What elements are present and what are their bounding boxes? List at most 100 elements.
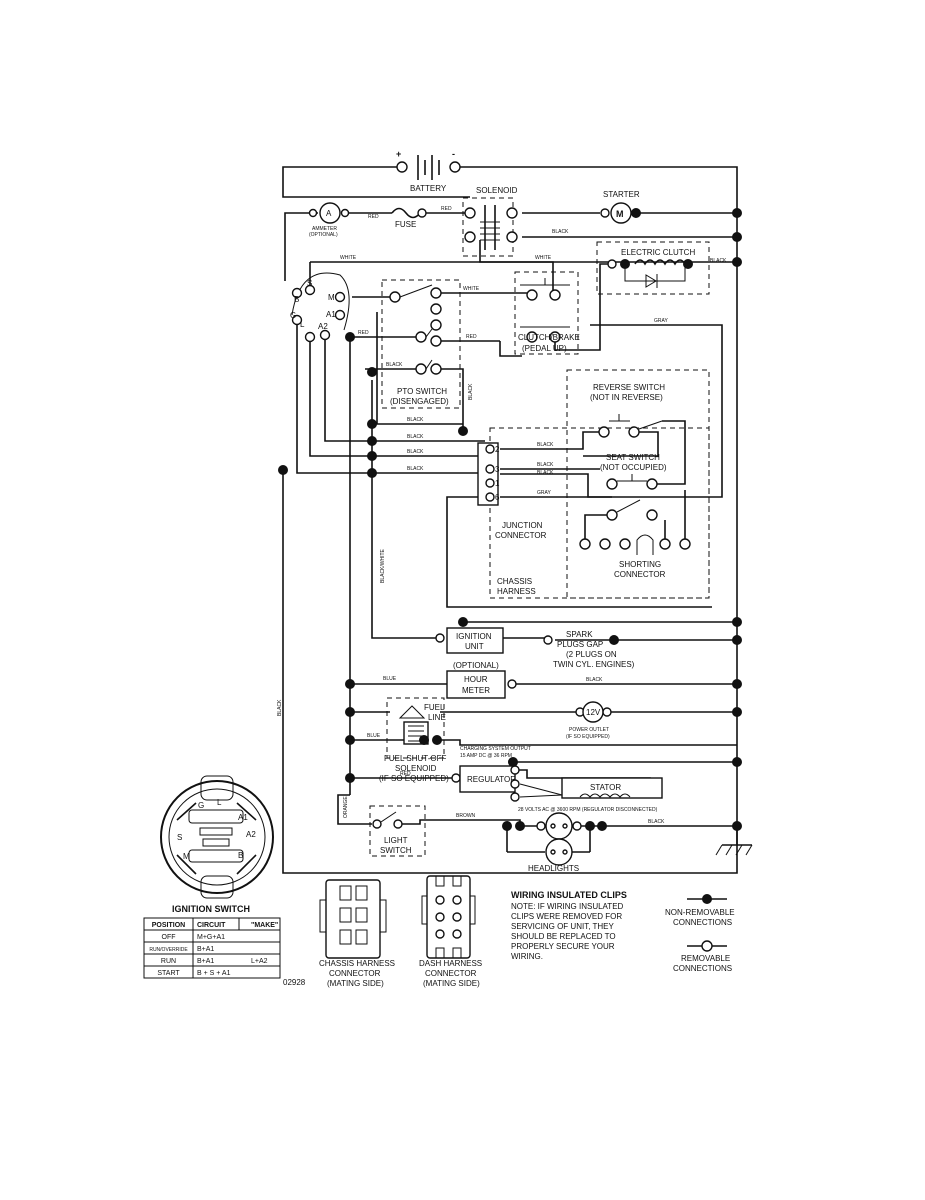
electric-clutch: ELECTRIC CLUTCH xyxy=(607,248,695,288)
solenoid-label: SOLENOID xyxy=(476,186,518,195)
electric-clutch-label: ELECTRIC CLUTCH xyxy=(621,248,695,257)
junction-pin-2: 2 xyxy=(495,445,500,454)
ignition-switch-illustration: G L A1 S A2 M B IGNITION SWITCH xyxy=(160,775,274,914)
table-header-cell: CIRCUIT xyxy=(197,922,226,929)
clutch-brake-note: (PEDAL UP) xyxy=(522,344,567,353)
ac-note: 28 VOLTS AC @ 3600 RPM (REGULATOR DISCON… xyxy=(518,807,658,813)
dash-connector-label-2: CONNECTOR xyxy=(425,969,477,978)
spark-label-4: TWIN CYL. ENGINES) xyxy=(553,660,635,669)
wire-black-14: BLACK xyxy=(277,699,283,716)
chassis-connector-label-2: CONNECTOR xyxy=(329,969,381,978)
term-a1: A1 xyxy=(326,310,336,319)
charging-system: CHARGING SYSTEM OUTPUT 15 AMP DC @ 36 RP… xyxy=(460,746,531,759)
seat-switch-note: (NOT OCCUPIED) xyxy=(600,463,667,472)
junction-connector: 2 3 1 6 JUNCTION CONNECTOR CHASSIS HARNE… xyxy=(477,442,547,596)
dashed-enclosures xyxy=(369,197,710,857)
wire-black-12: BLACK xyxy=(648,819,665,825)
wire-red-1: RED xyxy=(368,214,379,220)
spark-plugs: SPARK PLUGS GAP (2 PLUGS ON TWIN CYL. EN… xyxy=(553,630,635,669)
light-switch: LIGHT SWITCH xyxy=(372,811,412,855)
note-line-4: SHOULD BE REPLACED TO xyxy=(511,932,616,941)
term-m: M xyxy=(328,293,335,302)
wire-black-6: BLACK xyxy=(407,449,424,455)
note-title: WIRING INSULATED CLIPS xyxy=(511,890,627,900)
wire-black-8: BLACK xyxy=(537,442,554,448)
wires xyxy=(282,166,753,874)
wire-red-3: RED xyxy=(358,330,369,336)
fuse: FUSE xyxy=(395,208,427,229)
chassis-harness-label-1: CHASSIS xyxy=(497,577,532,586)
term-l: L xyxy=(300,320,305,329)
note-line-3: SERVICING OF UNIT, THEY xyxy=(511,922,614,931)
ammeter-label: AMMETER xyxy=(312,226,337,232)
ignition-unit-label-1: IGNITION xyxy=(456,632,492,641)
wire-black-white: BLACK/WHITE xyxy=(380,548,386,583)
illus-term-m: M xyxy=(183,852,190,861)
fuel-solenoid-label-1: FUEL SHUT-OFF xyxy=(384,754,446,763)
note-line-2: CLIPS WERE REMOVED FOR xyxy=(511,912,622,921)
chassis-harness-label-2: HARNESS xyxy=(497,587,536,596)
ammeter-a: A xyxy=(326,209,332,218)
table-frame xyxy=(143,917,281,979)
hour-meter-label-1: HOUR xyxy=(464,675,488,684)
charging-label-2: 15 AMP DC @ 36 RPM xyxy=(460,753,512,759)
fuel-line-label-1: FUEL xyxy=(424,703,445,712)
fuel-solenoid-label-3: (IF SO EQUIPPED) xyxy=(379,774,449,783)
note-line-5: PROPERLY SECURE YOUR xyxy=(511,942,615,951)
chassis-connector-label-3: (MATING SIDE) xyxy=(327,979,384,988)
wire-black-1: BLACK xyxy=(552,229,569,235)
wire-black-5: BLACK xyxy=(407,434,424,440)
legend: NON-REMOVABLE CONNECTIONS REMOVABLE CONN… xyxy=(665,894,735,973)
light-switch-label-2: SWITCH xyxy=(380,846,412,855)
power-outlet-label-1: POWER OUTLET xyxy=(569,727,609,733)
part-number: 02928 xyxy=(283,978,306,987)
table-cell: M+G+A1 xyxy=(197,934,225,941)
table-cell: L+A2 xyxy=(251,958,268,965)
illus-term-b: B xyxy=(238,851,243,860)
ammeter: A AMMETER (OPTIONAL) xyxy=(308,202,350,238)
wire-red-2: RED xyxy=(441,206,452,212)
hour-meter: (OPTIONAL) HOUR METER xyxy=(446,661,517,699)
optional-label: (OPTIONAL) xyxy=(453,661,499,670)
junction-label-1: JUNCTION xyxy=(502,521,543,530)
table-cell: B+A1 xyxy=(197,958,214,965)
shorting-connector-label-2: CONNECTOR xyxy=(614,570,666,579)
table-header-cell: POSITION xyxy=(152,922,185,929)
table-cell: START xyxy=(157,970,180,977)
reverse-switch-label: REVERSE SWITCH xyxy=(593,383,665,392)
ignition-switch-terminals: B S M G L A1 A2 xyxy=(290,272,350,343)
headlights: HEADLIGHTS xyxy=(528,812,582,873)
note-line-1: NOTE: IF WIRING INSULATED xyxy=(511,902,624,911)
solenoid: SOLENOID xyxy=(464,186,518,250)
table-header-cell: "MAKE" xyxy=(251,922,278,929)
wire-black-2: BLACK xyxy=(710,258,727,264)
clutch-brake-switch: CLUTCH/BRAKE (PEDAL UP) xyxy=(518,278,580,353)
stator-label: STATOR xyxy=(590,783,621,792)
table-cell: RUN xyxy=(161,958,176,965)
wire-gray-1: GRAY xyxy=(654,318,668,324)
battery-label: BATTERY xyxy=(410,184,447,193)
junction-label-2: CONNECTOR xyxy=(495,531,547,540)
wire-black-11: BLACK xyxy=(586,677,603,683)
wire-black-10: BLACK xyxy=(537,470,554,476)
clutch-brake-label: CLUTCH/BRAKE xyxy=(518,333,580,342)
battery: + - BATTERY xyxy=(396,149,461,193)
spark-label-2: PLUGS GAP xyxy=(557,640,603,649)
chassis-harness-connector: CHASSIS HARNESS CONNECTOR (MATING SIDE) xyxy=(319,879,395,988)
wire-color-labels: RED RED BLACK BLACK WHITE WHITE WHITE RE… xyxy=(277,206,727,825)
legend-non-removable-1: NON-REMOVABLE xyxy=(665,908,735,917)
headlights-label: HEADLIGHTS xyxy=(528,864,579,873)
pto-switch: PTO SWITCH (DISENGAGED) xyxy=(389,284,449,406)
dash-harness-connector: DASH HARNESS CONNECTOR (MATING SIDE) xyxy=(419,875,482,988)
fuel-line-label-2: LINE xyxy=(428,713,446,722)
shorting-connector: SHORTING CONNECTOR xyxy=(579,534,691,579)
dash-connector-label-1: DASH HARNESS xyxy=(419,959,482,968)
table-cell: RUN/OVERRIDE xyxy=(149,947,188,953)
table-cell: B+A1 xyxy=(197,946,214,953)
wire-white-1: WHITE xyxy=(340,255,357,261)
fuel-shutoff-solenoid: FUEL LINE FUEL SHUT-OFF SOLENOID (IF SO … xyxy=(379,703,449,783)
ignition-unit-label-2: UNIT xyxy=(465,642,484,651)
legend-removable-2: CONNECTIONS xyxy=(673,964,732,973)
